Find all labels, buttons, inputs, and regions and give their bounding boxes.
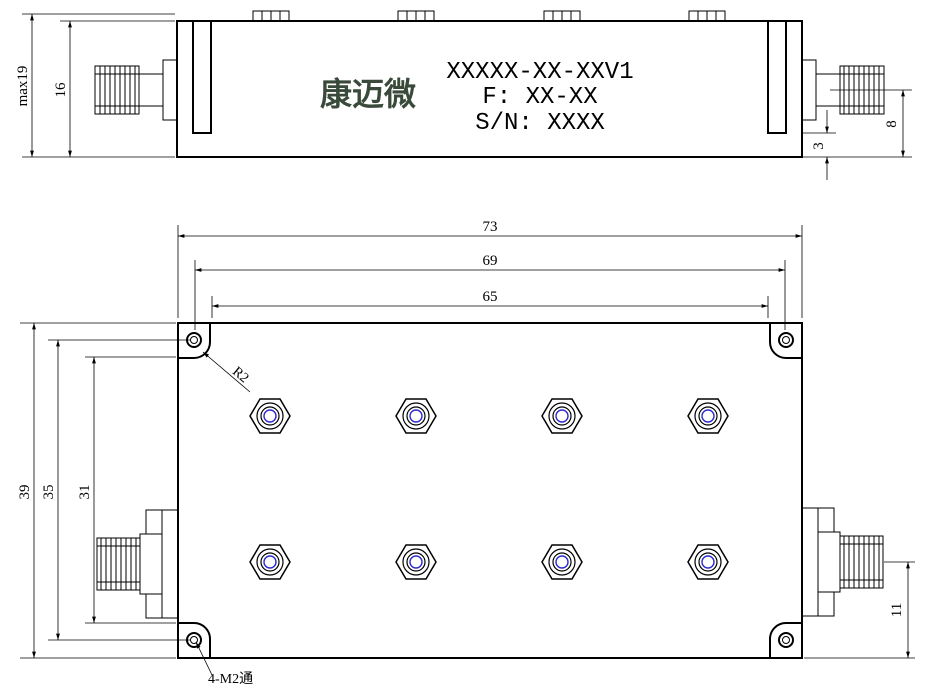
dim-inner-width: 31 [77,485,93,500]
plan-view: 73 69 65 [17,219,915,687]
dim-overall-length: 73 [483,219,498,235]
stud-r2-c1 [249,544,291,580]
top-stud-4 [688,10,726,22]
corner-pocket-tl [178,323,211,359]
stud-r1-c4 [687,398,729,434]
stud-r1-c1 [249,398,291,434]
stud-r1-c2 [395,398,437,434]
top-stud-1 [252,10,290,22]
top-stud-3 [543,10,581,22]
freq-label: F: XX-XX [482,84,597,111]
dim-side-connector-offset: 11 [889,603,905,617]
serial-label: S/N: XXXX [475,110,605,137]
dim-max-height: max19 [15,66,31,107]
right-end-block [767,20,787,134]
dim-overall-width: 39 [17,485,33,500]
side-view: XXXXX-XX-XXV1 F: XX-XX S/N: XXXX 康迈微 max… [15,10,912,180]
stud-r2-c2 [395,544,437,580]
dim-inner-length: 65 [483,289,498,305]
dim-hole-pitch-width: 35 [41,485,57,500]
stud-r2-c4 [687,544,729,580]
dim-hole-pitch-length: 69 [483,253,498,269]
corner-pocket-br [769,622,802,658]
brand-logo: 康迈微 [320,75,416,113]
right-connector-plan [801,507,884,617]
plan-body [177,322,803,659]
dim-base-offset: 3 [811,142,827,150]
stud-r1-c3 [541,398,583,434]
dim-connector-offset: 8 [884,120,900,128]
model-label: XXXXX-XX-XXV1 [446,59,633,86]
left-connector-side [94,59,178,121]
mount-hole-tr [778,332,794,348]
mount-hole-note: 4-M2通 [208,671,253,687]
top-stud-2 [397,10,435,22]
corner-pocket-bl [178,622,211,658]
left-end-block [192,20,212,134]
stud-r2-c3 [541,544,583,580]
corner-pocket-tr [769,323,802,359]
dim-body-height: 16 [53,82,69,98]
mount-hole-br [778,632,794,648]
left-connector-plan [96,509,179,619]
dim-corner-radius: R2 [229,364,251,386]
